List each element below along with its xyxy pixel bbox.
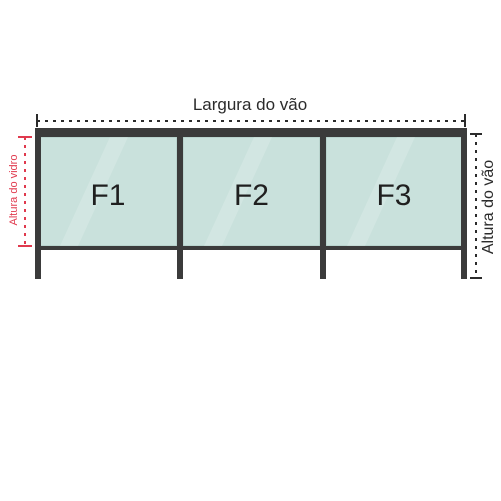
top-rail <box>35 128 467 137</box>
span-height-label: Altura do vão <box>480 159 497 255</box>
bottom-rail <box>35 246 467 250</box>
post-3 <box>320 128 326 279</box>
railing-frame <box>35 128 467 279</box>
span-height-dimension-line <box>470 133 482 279</box>
width-label: Largura do vão <box>192 95 308 114</box>
post-1 <box>35 128 41 279</box>
panel-label-f3: F3 <box>376 179 412 212</box>
width-dimension-line <box>36 114 466 127</box>
post-4 <box>461 128 467 279</box>
panel-label-f2: F2 <box>233 179 269 212</box>
glass-height-dimension-line <box>18 136 32 247</box>
glass-height-label: Altura do vidro <box>8 154 20 226</box>
panel-label-f1: F1 <box>90 179 126 212</box>
post-2 <box>177 128 183 279</box>
glass-panels <box>38 136 463 247</box>
